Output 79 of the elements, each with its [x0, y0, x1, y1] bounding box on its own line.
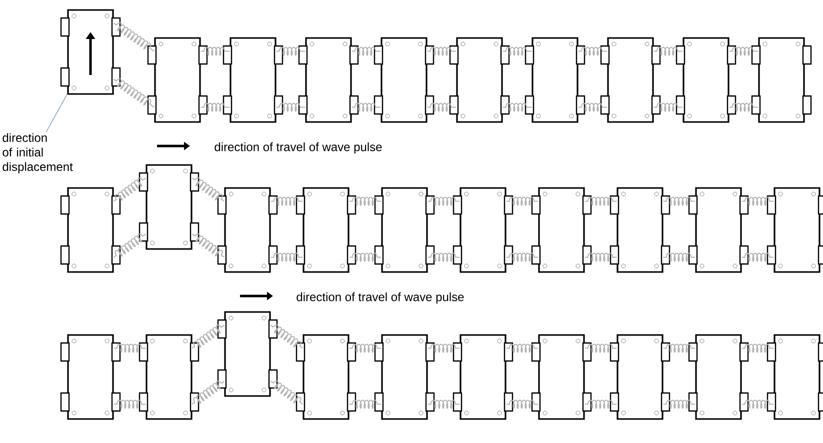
cart	[610, 334, 670, 420]
spring	[584, 400, 618, 409]
spring	[113, 178, 146, 202]
cart	[60, 9, 121, 95]
cart	[610, 187, 670, 273]
cart	[296, 334, 356, 420]
spring	[741, 400, 774, 409]
cart	[524, 37, 586, 123]
spring	[200, 46, 230, 56]
cart	[676, 37, 736, 123]
spring	[506, 196, 539, 206]
spring	[506, 400, 539, 409]
spring	[662, 344, 696, 353]
cart	[217, 187, 278, 273]
cart	[296, 187, 356, 273]
spring	[653, 46, 684, 56]
cart	[452, 334, 514, 420]
cart	[138, 334, 200, 420]
spring	[578, 46, 608, 56]
spring	[584, 196, 618, 206]
spring	[270, 380, 304, 405]
spring	[426, 46, 457, 56]
spring	[348, 252, 382, 262]
cart	[531, 334, 592, 420]
spring	[728, 46, 759, 56]
cart	[374, 187, 435, 273]
spring	[270, 252, 304, 262]
cart	[600, 37, 661, 123]
cart	[688, 334, 749, 420]
cart	[217, 311, 278, 397]
cart	[751, 37, 812, 123]
label-text: direction of travel of wave pulse	[296, 292, 464, 304]
spring	[192, 380, 225, 405]
spring	[348, 196, 382, 206]
cart	[374, 37, 434, 123]
spring	[427, 196, 460, 206]
spring	[351, 46, 382, 56]
spring	[427, 400, 460, 409]
cart	[138, 164, 200, 250]
spring	[348, 344, 382, 353]
spring	[741, 252, 774, 262]
spring	[662, 196, 696, 206]
spring	[113, 344, 146, 353]
label-text: direction of travel of wave pulse	[214, 142, 382, 154]
cart	[60, 187, 121, 273]
spring	[276, 46, 306, 56]
annotation-text: direction of initial displacement	[2, 133, 73, 174]
cart	[60, 334, 121, 420]
spring	[741, 196, 774, 206]
spring	[584, 344, 618, 353]
spring	[502, 46, 532, 56]
cart	[688, 187, 749, 273]
spring	[584, 252, 618, 262]
spring	[662, 252, 696, 262]
spring	[113, 78, 155, 108]
spring	[113, 400, 146, 409]
spring	[506, 252, 539, 262]
spring	[427, 344, 460, 353]
cart	[298, 37, 359, 123]
spring	[192, 324, 225, 349]
cart	[766, 334, 823, 420]
cart	[222, 37, 284, 123]
spring	[192, 177, 225, 202]
spring	[348, 400, 382, 409]
spring	[270, 196, 304, 206]
spring	[662, 400, 696, 409]
spring	[113, 234, 146, 258]
spring	[741, 344, 774, 353]
cart	[449, 37, 510, 123]
cart	[374, 334, 435, 420]
cart	[531, 187, 592, 273]
cart	[766, 187, 823, 273]
spring	[270, 324, 304, 349]
spring	[506, 344, 539, 353]
spring	[192, 233, 225, 258]
spring	[427, 252, 460, 262]
cart	[452, 187, 514, 273]
leader-line	[46, 94, 68, 132]
cart	[147, 37, 208, 123]
